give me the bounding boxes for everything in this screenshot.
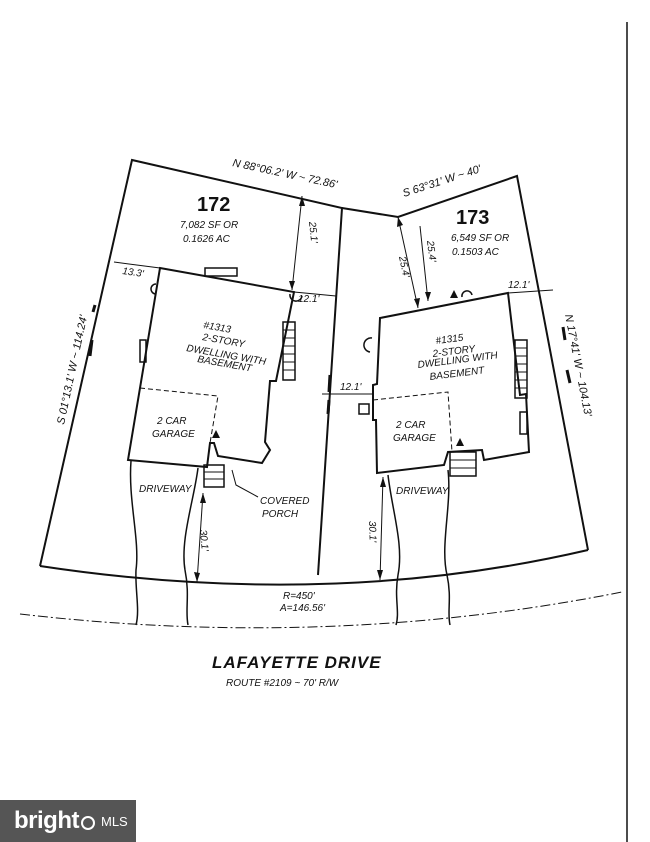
driveway-1315-right	[444, 469, 451, 626]
dim-30-1-b: 30.1'	[366, 521, 378, 544]
front-curve	[39, 549, 589, 586]
middle-dash	[327, 374, 332, 393]
house-1315-id: #1315	[435, 333, 464, 347]
left-dash	[88, 339, 94, 357]
lot-172-number: 172	[197, 194, 230, 216]
bump-out	[289, 293, 303, 302]
house-1315-line1: 2-STORY	[431, 344, 477, 360]
garage-1315-line1: 2 CAR	[395, 420, 425, 431]
watermark-circle-icon	[80, 816, 95, 830]
dim-12-1-a: 12.1'	[298, 294, 320, 305]
porch-label-line1: COVERED	[260, 496, 309, 507]
garage-1315-divider	[372, 391, 453, 453]
lot-173-area-ac: 0.1503 AC	[452, 247, 500, 258]
garage-1313-line1: 2 CAR	[156, 416, 186, 427]
garage-1313-divider	[139, 387, 219, 444]
street-route: ROUTE #2109 ~ 70' R/W	[226, 678, 340, 689]
lot-173-boundary	[341, 174, 589, 551]
driveway-1313-right	[183, 467, 199, 626]
bump-out	[461, 290, 473, 298]
curve-arc: A=146.56'	[279, 603, 326, 614]
lot-172-area-sf: 7,082 SF OR	[180, 220, 238, 231]
right-dash	[565, 369, 572, 384]
driveway-1313-left	[129, 460, 139, 626]
porch-steps-1315	[449, 451, 477, 477]
lot-173-number: 173	[456, 207, 489, 229]
watermark-brand: bright	[14, 807, 79, 834]
bright-mls-watermark: bright MLS	[0, 800, 136, 842]
driveway-1315-left	[387, 474, 401, 626]
dimension-arrows	[194, 196, 464, 582]
watermark-suffix: MLS	[100, 813, 128, 829]
bearing-right: N 17°41' W ~ 104.13'	[562, 313, 594, 418]
lot-173-area-sf: 6,549 SF OR	[451, 233, 509, 244]
porch-steps-1313	[203, 464, 225, 488]
right-of-way-line	[19, 591, 623, 629]
stairs-1313	[282, 321, 296, 381]
bearing-top-173: S 63°31' W ~ 40'	[401, 163, 483, 200]
dim-12-1-c: 12.1'	[340, 382, 362, 393]
chimney	[139, 339, 147, 363]
bump-out	[363, 337, 373, 353]
stairs-1315	[514, 339, 528, 399]
dim-30-1-a: 30.1'	[197, 529, 210, 552]
ac-pad	[358, 403, 370, 415]
dimension-lines	[113, 195, 554, 583]
street-name: LAFAYETTE DRIVE	[212, 653, 382, 672]
bump-out	[150, 283, 157, 295]
bay-window	[204, 267, 238, 277]
house-1313-footprint	[126, 266, 296, 469]
dim-25-4-a: 25.4'	[396, 254, 412, 279]
dim-13-3: 13.3'	[122, 266, 146, 280]
house-1315-footprint	[372, 291, 531, 475]
middle-dash	[326, 399, 331, 415]
driveway-1313-label: DRIVEWAY	[139, 484, 193, 495]
porch-leader	[231, 469, 259, 498]
left-dash	[91, 304, 97, 313]
porch-label-line2: PORCH	[262, 509, 299, 520]
lot-172-area-ac: 0.1626 AC	[183, 234, 231, 245]
chimney	[519, 411, 528, 435]
garage-1315-line2: GARAGE	[393, 433, 436, 444]
dim-12-1-b: 12.1'	[508, 280, 530, 291]
garage-1313-line2: GARAGE	[152, 429, 195, 440]
curve-radius: R=450'	[283, 591, 316, 602]
dim-25-1: 25.1'	[306, 220, 319, 244]
dim-25-4-b: 25.4'	[424, 239, 438, 264]
right-dash	[561, 326, 567, 341]
driveway-1315-label: DRIVEWAY	[396, 486, 450, 497]
house-1313-id: #1313	[202, 320, 232, 336]
